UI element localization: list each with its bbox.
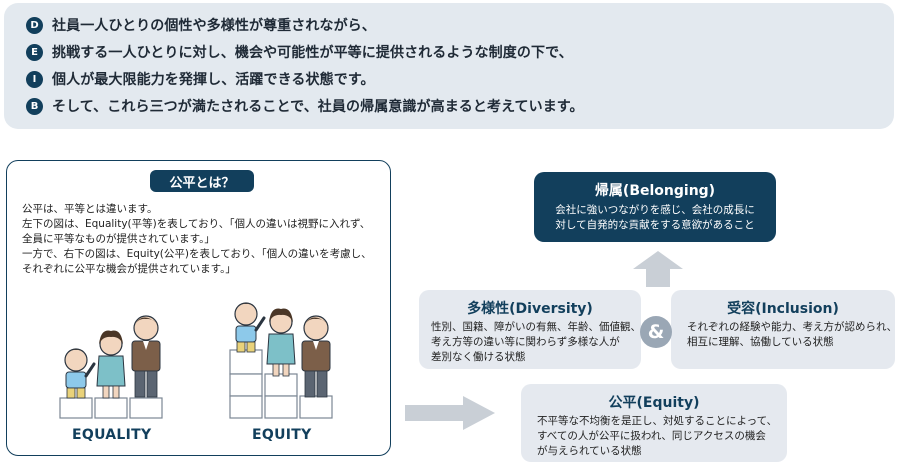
- equality-equity-illustration: [59, 301, 333, 419]
- statement-d-text: 社員一人ひとりの個性や多様性が尊重されながら、: [52, 18, 376, 34]
- statement-d: D 社員一人ひとりの個性や多様性が尊重されながら、: [26, 15, 376, 35]
- equality-label: EQUALITY: [72, 427, 152, 443]
- belonging-description: 会社に強いつながりを感じ、会社の成長に 対して自発的な貢献をする意欲があること: [534, 203, 776, 233]
- belonging-line: 対して自発的な貢献をする意欲があること: [555, 219, 755, 231]
- equity-explainer-title: 公平とは？: [150, 170, 254, 192]
- inclusion-description: それぞれの経験や能力、考え方が認められ、 相互に理解、協働している状態: [687, 320, 897, 350]
- ampersand-icon: &: [640, 316, 672, 348]
- explainer-line: 公平は、平等とは違います。: [22, 203, 158, 215]
- badge-b: B: [26, 97, 43, 115]
- diversity-line: 差別なく働ける状態: [431, 351, 526, 363]
- badge-e: E: [26, 43, 43, 61]
- inclusion-line: それぞれの経験や能力、考え方が認められ、: [687, 321, 898, 333]
- statement-b-text: そして、これら三つが満たされることで、社員の帰属意識が高まると考えています。: [52, 99, 584, 115]
- statement-panel: [4, 3, 894, 129]
- explainer-line: 一方で、右下の図は、Equity(公平)を表しており、「個人の違いを考慮し、: [22, 248, 372, 260]
- statement-b: B そして、これら三つが満たされることで、社員の帰属意識が高まると考えています。: [26, 96, 584, 116]
- equity-title: 公平(Equity): [608, 395, 700, 411]
- statement-i-text: 個人が最大限能力を発揮し、活躍できる状態です。: [52, 72, 375, 88]
- statement-e-text: 挑戦する一人ひとりに対し、機会や可能性が平等に提供されるような制度の下で、: [52, 45, 573, 61]
- equity-label: EQUITY: [252, 427, 312, 443]
- diversity-card: 多様性(Diversity) 性別、国籍、障がいの有無、年齢、価値観、 考え方等…: [419, 290, 641, 369]
- statement-e: E 挑戦する一人ひとりに対し、機会や可能性が平等に提供されるような制度の下で、: [26, 42, 573, 62]
- statement-i: I 個人が最大限能力を発揮し、活躍できる状態です。: [26, 69, 375, 89]
- diversity-description: 性別、国籍、障がいの有無、年齢、価値観、 考え方等の違い等に関わらず多様な人が …: [431, 320, 641, 365]
- belonging-card: 帰属(Belonging) 会社に強いつながりを感じ、会社の成長に 対して自発的…: [534, 172, 776, 242]
- diversity-line: 考え方等の違い等に関わらず多様な人が: [431, 336, 620, 348]
- equity-explainer-text: 公平は、平等とは違います。 左下の図は、Equality(平等)を表しており、「…: [22, 202, 377, 277]
- badge-d: D: [26, 16, 43, 34]
- diversity-title: 多様性(Diversity): [467, 301, 593, 317]
- up-arrow-icon: [633, 251, 683, 287]
- inclusion-card: 受容(Inclusion) それぞれの経験や能力、考え方が認められ、 相互に理解…: [671, 290, 897, 369]
- inclusion-title: 受容(Inclusion): [727, 301, 839, 317]
- right-arrow-icon: [405, 396, 495, 430]
- diversity-line: 性別、国籍、障がいの有無、年齢、価値観、: [431, 321, 641, 333]
- belonging-line: 会社に強いつながりを感じ、会社の成長に: [555, 204, 755, 216]
- equity-description: 不平等な不均衡を是正し、対処することによって、 すべての人が公平に扱われ、同じア…: [537, 414, 777, 459]
- equity-card: 公平(Equity) 不平等な不均衡を是正し、対処することによって、 すべての人…: [521, 384, 787, 462]
- explainer-line: 全員に平等なものが提供されています。」: [22, 233, 215, 245]
- belonging-title: 帰属(Belonging): [594, 183, 716, 199]
- explainer-line: それぞれに公平な機会が提供されています。」: [22, 263, 236, 275]
- badge-i: I: [26, 70, 43, 88]
- explainer-line: 左下の図は、Equality(平等)を表しており、「個人の違いは視野に入れず、: [22, 218, 371, 230]
- equality-figure: [59, 315, 163, 419]
- equity-figure: [229, 301, 333, 419]
- equity-line: 不平等な不均衡を是正し、対処することによって、: [537, 415, 778, 427]
- inclusion-line: 相互に理解、協働している状態: [687, 336, 834, 348]
- equity-line: が与えられている状態: [537, 445, 642, 457]
- equity-line: すべての人が公平に扱われ、同じアクセスの機会: [537, 430, 766, 442]
